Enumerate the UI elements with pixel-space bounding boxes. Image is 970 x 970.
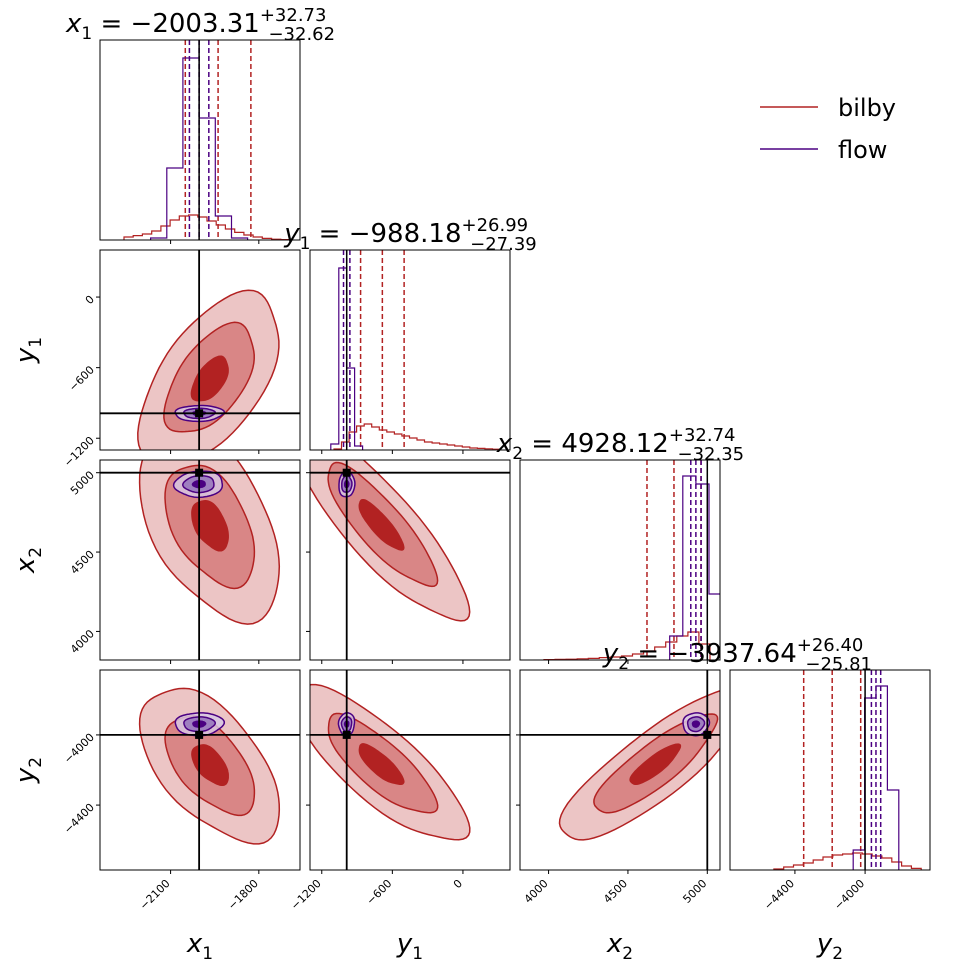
xaxis-label-1: y1 bbox=[396, 929, 423, 964]
xaxis-label-3: y2 bbox=[816, 929, 843, 964]
xtick-label-3-0: −4400 bbox=[762, 877, 798, 913]
truth-marker-3-2 bbox=[703, 730, 712, 739]
panel-title-plus-0: +32.73 bbox=[260, 5, 327, 26]
panel-2-2-content bbox=[543, 460, 720, 660]
panel-title-value-1: = −988.18 bbox=[310, 219, 461, 249]
panel-frame-2-2 bbox=[519, 459, 721, 661]
text-layer: −1200 −600 0 4000 4500 5000 −2100 −1800 −4400 −40… bbox=[11, 5, 872, 964]
panel-1-1-content bbox=[330, 250, 501, 450]
ytick-label-2-1: 4500 bbox=[68, 548, 97, 577]
panel-3-2-content bbox=[520, 670, 720, 870]
yaxis-label-2: x2 bbox=[11, 547, 46, 574]
panel-title-minus-1: −27.39 bbox=[470, 234, 537, 255]
xtick-label-1-0: −1200 bbox=[288, 877, 324, 913]
panel-title-value-0: = −2003.31 bbox=[92, 9, 260, 39]
truth-marker-2-1 bbox=[342, 468, 351, 477]
xaxis-label-sub-3: 2 bbox=[832, 944, 843, 964]
panel-3-3-content bbox=[773, 670, 922, 870]
panel-frame-1-1 bbox=[309, 249, 511, 451]
ytick-label-3-0: −4400 bbox=[61, 801, 97, 837]
panel-frame-3-1 bbox=[309, 669, 511, 871]
xaxis-label-sub-0: 1 bbox=[202, 944, 213, 964]
panel-title-symbol-3: y bbox=[602, 639, 619, 669]
ytick-label-2-2: 5000 bbox=[68, 468, 97, 497]
xtick-label-0-0: −2100 bbox=[137, 877, 173, 913]
panel-0-0-content bbox=[123, 40, 291, 240]
xtick-label-2-1: 4500 bbox=[601, 877, 630, 906]
contour-bilby-3-2-2 bbox=[629, 743, 682, 786]
xaxis-label-0: x1 bbox=[186, 929, 213, 964]
panel-frame-1-0 bbox=[99, 249, 301, 451]
hist-flow-3 bbox=[852, 685, 900, 870]
panel-3-1-content bbox=[310, 670, 510, 870]
xtick-label-2-2: 5000 bbox=[680, 877, 709, 906]
panel-title-minus-2: −32.35 bbox=[677, 444, 744, 465]
panel-title-0: x1 = −2003.31+32.73−32.62 bbox=[65, 5, 335, 45]
truth-marker-1-0 bbox=[195, 409, 204, 418]
xaxis-label-sub-1: 1 bbox=[412, 944, 423, 964]
xaxis-label-sub-2: 2 bbox=[622, 944, 633, 964]
ytick-label-1-0: −1200 bbox=[61, 434, 97, 470]
panel-title-value-3: = −3937.64 bbox=[629, 639, 797, 669]
yaxis-label-sub-3: 2 bbox=[26, 757, 46, 768]
ytick-label-1-2: 0 bbox=[83, 293, 97, 307]
contour-bilby-2-0-2 bbox=[191, 500, 229, 552]
truth-marker-2-0 bbox=[195, 468, 204, 477]
panel-title-plus-2: +32.74 bbox=[669, 425, 736, 446]
panel-title-plus-3: +26.40 bbox=[797, 635, 864, 656]
panel-frame-2-1 bbox=[309, 459, 511, 661]
panel-title-minus-0: −32.62 bbox=[268, 24, 335, 45]
panel-frame-3-2 bbox=[519, 669, 721, 871]
contour-layer bbox=[100, 40, 922, 870]
yaxis-label-3: y2 bbox=[11, 757, 46, 784]
panel-frame-3-0 bbox=[99, 669, 301, 871]
panel-1-0-content bbox=[100, 250, 300, 450]
ytick-label-1-1: −600 bbox=[66, 363, 97, 394]
xtick-label-2-0: 4000 bbox=[522, 877, 551, 906]
panel-title-sub-3: 2 bbox=[618, 654, 629, 674]
panel-title-sub-0: 1 bbox=[81, 24, 92, 44]
xtick-label-3-1: −4000 bbox=[832, 877, 868, 913]
panel-title-1: y1 = −988.18+26.99−27.39 bbox=[283, 215, 537, 255]
xaxis-label-2: x2 bbox=[606, 929, 633, 964]
panel-title-value-2: = 4928.12 bbox=[523, 429, 669, 459]
panel-title-sub-2: 2 bbox=[512, 444, 523, 464]
panel-title-symbol-1: y bbox=[283, 219, 300, 249]
panel-title-symbol-2: x bbox=[496, 429, 513, 459]
panel-title-plus-1: +26.99 bbox=[461, 215, 528, 236]
xtick-label-0-1: −1800 bbox=[225, 877, 261, 913]
hist-bilby-2 bbox=[543, 631, 711, 660]
panel-2-0-content bbox=[100, 460, 300, 660]
panel-frame-2-0 bbox=[99, 459, 301, 661]
yaxis-label-1: y1 bbox=[11, 337, 46, 364]
yaxis-label-sub-1: 1 bbox=[26, 337, 46, 348]
panel-frame-0-0 bbox=[99, 39, 301, 241]
truth-marker-3-1 bbox=[342, 730, 351, 739]
ytick-label-3-1: −4000 bbox=[61, 731, 97, 767]
panel-3-0-content bbox=[100, 670, 300, 870]
hist-bilby-3 bbox=[773, 852, 922, 870]
panel-frame-3-3 bbox=[729, 669, 931, 871]
contour-bilby-2-1-2 bbox=[358, 498, 405, 551]
panel-2-1-content bbox=[310, 460, 510, 660]
legend: bilby flow bbox=[760, 94, 896, 164]
panel-title-minus-3: −25.81 bbox=[805, 654, 872, 675]
yaxis-label-sub-2: 2 bbox=[26, 547, 46, 558]
panel-title-sub-1: 1 bbox=[300, 234, 311, 254]
contour-bilby-3-1-2 bbox=[358, 743, 405, 785]
hist-bilby-0 bbox=[123, 214, 291, 240]
contour-flow-3-2-2 bbox=[691, 720, 701, 728]
legend-label-flow: flow bbox=[838, 136, 887, 164]
panel-title-2: x2 = 4928.12+32.74−32.35 bbox=[496, 425, 744, 465]
legend-label-bilby: bilby bbox=[838, 94, 896, 122]
ytick-label-2-0: 4000 bbox=[68, 627, 97, 656]
panel-title-3: y2 = −3937.64+26.40−25.81 bbox=[602, 635, 872, 675]
panel-title-symbol-0: x bbox=[65, 9, 82, 39]
truth-marker-3-0 bbox=[195, 730, 204, 739]
axes-layer bbox=[96, 39, 931, 874]
xtick-label-1-2: 0 bbox=[451, 877, 465, 891]
xtick-label-1-1: −600 bbox=[364, 877, 395, 908]
